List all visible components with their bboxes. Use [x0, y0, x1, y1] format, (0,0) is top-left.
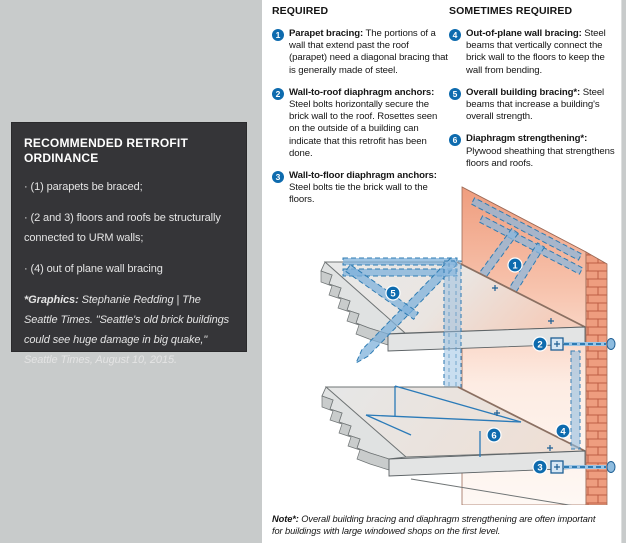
diagram-label-6: 6 — [491, 430, 496, 441]
list-item-wall-to-roof-anchors: 2 Wall-to-roof diaphragm anchors: Steel … — [272, 87, 448, 160]
diaphragm-strengthening-lines — [365, 385, 522, 457]
item-text: Diaphragm strengthening*: Plywood sheath… — [466, 133, 615, 169]
diagram-label-1: 1 — [512, 260, 518, 271]
out-of-plane-beam — [570, 350, 581, 450]
credit-text: Stephanie Redding | The Seattle Times. "… — [24, 294, 230, 366]
item-text: Out-of-plane wall bracing: Steel beams t… — [466, 28, 606, 76]
number-badge-3: 3 — [272, 171, 284, 184]
brick-edge — [585, 251, 608, 505]
building-cutaway-illustration: 1 2 3 4 5 6 — [320, 186, 616, 505]
item-text: Wall-to-roof diaphragm anchors: Steel bo… — [289, 86, 438, 159]
wall-to-floor-anchor-bolt — [550, 460, 616, 474]
diagram-label-4: 4 — [560, 426, 566, 437]
plus-marks — [492, 285, 554, 451]
sometimes-required-column: SOMETIMES REQUIRED 4 Out-of-plane wall b… — [449, 5, 621, 170]
number-badge-6: 6 — [449, 134, 461, 147]
sometimes-required-header: SOMETIMES REQUIRED — [449, 5, 573, 17]
footnote: Note*: Overall building bracing and diap… — [272, 513, 606, 537]
list-item-out-of-plane-bracing: 4 Out-of-plane wall bracing: Steel beams… — [449, 28, 621, 77]
diagram-label-2: 2 — [537, 339, 542, 350]
footnote-text: Overall building bracing and diaphragm s… — [272, 514, 596, 537]
list-item-parapet-bracing: 1 Parapet bracing: The portions of a wal… — [272, 28, 448, 77]
rosette — [606, 461, 616, 473]
required-column: REQUIRED 1 Parapet bracing: The portions… — [272, 5, 448, 207]
wall-to-roof-anchor-bolt — [550, 337, 616, 351]
item-text: Parapet bracing: The portions of a wall … — [289, 28, 448, 76]
number-badge-4: 4 — [449, 29, 461, 41]
graphics-credit: *Graphics: Stephanie Redding | The Seatt… — [24, 290, 236, 370]
ordinance-bullet-2: · (2 and 3) floors and roofs be structur… — [24, 212, 221, 244]
diagram-label-5: 5 — [390, 288, 396, 299]
required-header: REQUIRED — [272, 5, 329, 17]
credit-label: *Graphics: — [24, 294, 79, 306]
box-title: RECOMMENDED RETROFIT ORDINANCE — [24, 136, 188, 165]
footnote-label: Note*: — [272, 514, 299, 525]
rosette — [606, 338, 616, 350]
number-badge-5: 5 — [449, 87, 461, 100]
item-text: Overall building bracing*: Steel beams t… — [466, 86, 605, 123]
number-badge-2: 2 — [272, 87, 284, 100]
number-badge-1: 1 — [272, 29, 284, 41]
diagram-number-badges: 1 2 3 4 5 6 — [385, 257, 571, 475]
list-item-overall-building-bracing: 5 Overall building bracing*: Steel beams… — [449, 87, 621, 124]
retrofit-ordinance-box: RECOMMENDED RETROFIT ORDINANCE · (1) par… — [11, 122, 247, 366]
diagram-label-3: 3 — [537, 462, 542, 473]
list-item-diaphragm-strengthening: 6 Diaphragm strengthening*: Plywood shea… — [449, 133, 621, 170]
ordinance-bullet-3: · (4) out of plane wall bracing — [24, 263, 163, 275]
lower-floor-deck — [321, 386, 586, 505]
ordinance-bullet-1: · (1) parapets be braced; — [24, 181, 143, 193]
item-text: Wall-to-floor diaphragm anchors: Steel b… — [289, 170, 437, 206]
list-item-wall-to-floor-anchors: 3 Wall-to-floor diaphragm anchors: Steel… — [272, 170, 448, 207]
